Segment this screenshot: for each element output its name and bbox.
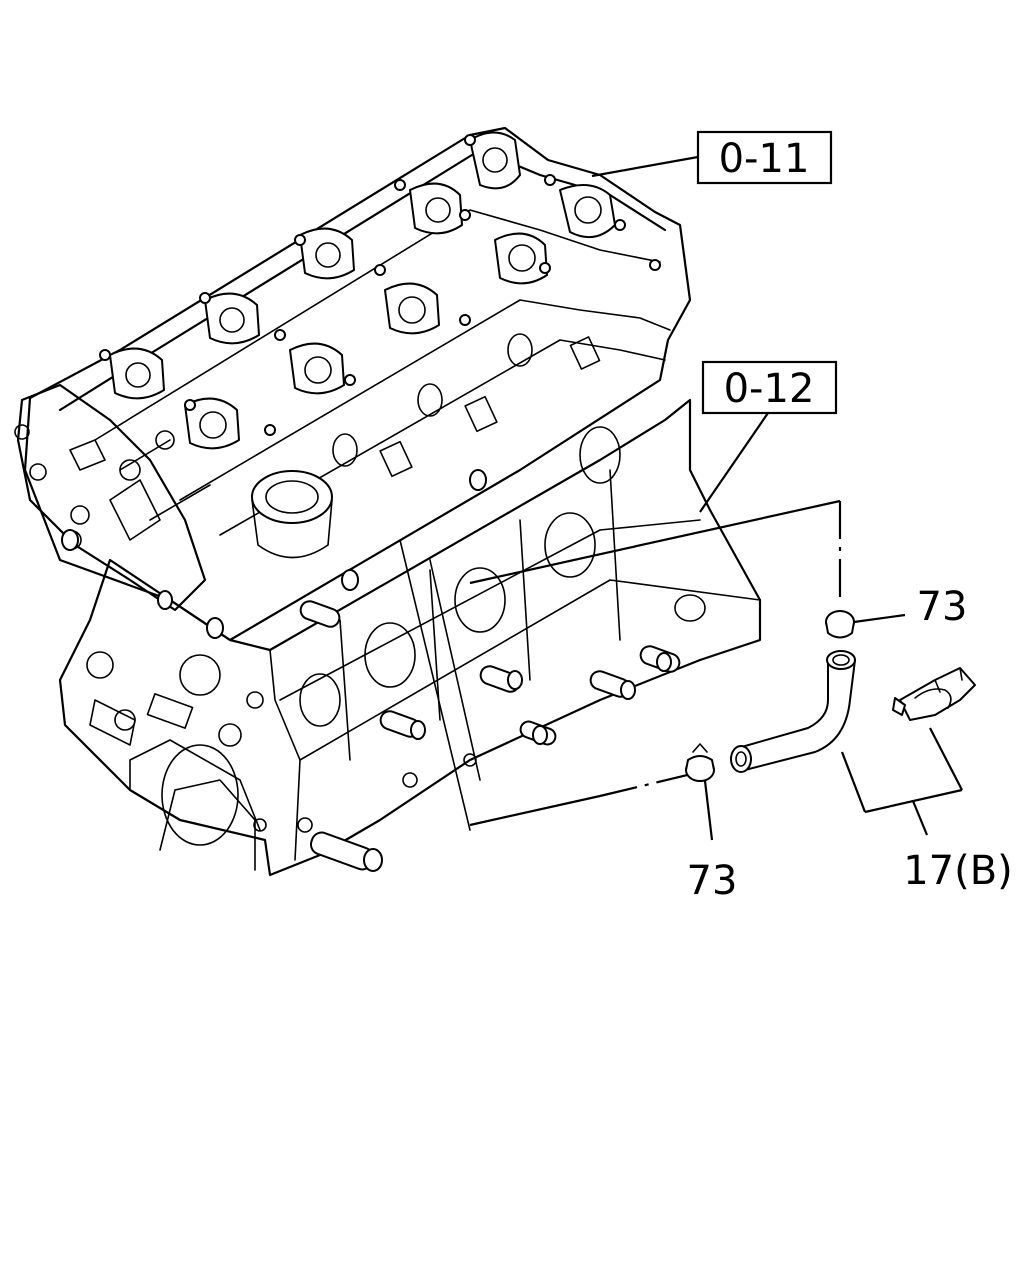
intake-ports [332,333,601,478]
front-cover [14,383,207,612]
cylinder-head [23,126,692,642]
callout-73-upper: 73 [917,584,968,630]
reference-box-upper: 0-11 [591,130,833,185]
callout-17b: 17(B) [903,848,1013,894]
camshaft-caps [109,131,616,450]
hose-clip [892,667,976,721]
cylinder-block [58,398,762,877]
callout-73-lower: 73 [687,858,738,904]
reference-lower-text: 0-12 [724,366,815,412]
hose-route-line [399,539,471,831]
hose-clamp-upper: 73 [825,584,968,639]
callout-17b-leader: 17(B) [840,727,1013,894]
reference-upper-text: 0-11 [719,136,810,182]
thermostat-housing [251,470,333,559]
block-bores [299,426,706,727]
connection-lines [469,499,842,827]
hose-route-line-2 [429,559,481,781]
hose-clamp-lower: 73 [685,743,738,904]
coolant-hose [730,650,856,773]
engine-block-illustration [14,126,762,877]
block-bosses [61,469,681,872]
head-bolts [99,134,661,436]
reference-box-lower: 0-12 [699,360,838,513]
